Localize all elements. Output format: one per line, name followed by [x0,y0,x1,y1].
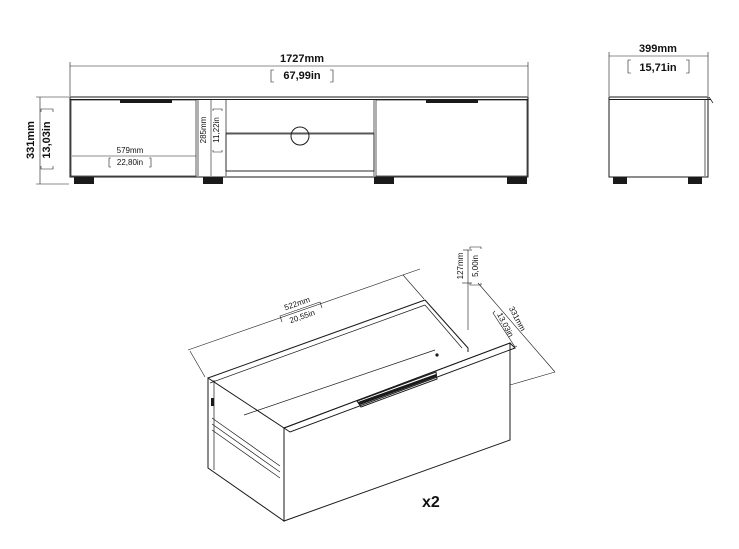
height-in-label: 13,03in [41,121,53,159]
drawer-quantity-label: x2 [422,494,440,511]
drawer-width-in-label: 20,55in [288,308,316,325]
foot [613,177,627,184]
width-mm-label: 1727mm [280,53,324,65]
drawer-height-in-label: 5,00in [471,255,480,277]
inner-height-in-label: 11,22in [212,117,221,143]
drawer-height-mm-label: 127mm [456,252,465,279]
right-door-handle [426,100,478,103]
left-door-handle [120,100,172,103]
foot [507,177,527,184]
drawer-isometric: 522mm 20,55in 127mm 5,00in 331mm 13,03in… [187,246,556,522]
foot [74,177,94,184]
depth-in-label: 15,71in [639,62,677,74]
centre-drawer-front [225,133,375,172]
cable-hole-icon [290,126,310,146]
tv-unit-front-body [69,96,529,178]
front-view: 1727mm 67,99in 331mm 13,03in 285mm 11,22… [25,53,529,185]
inner-height-mm-label: 285mm [199,116,208,143]
drawer-front-panel [283,342,511,522]
foot [374,177,394,184]
foot [203,177,223,184]
foot [688,177,702,184]
drawer-left-side [207,377,285,522]
drawer-handle-icon [356,371,438,408]
compartment-width-in-label: 22,80in [117,158,143,167]
height-mm-label: 331mm [25,121,37,159]
tv-unit-side-body [608,96,709,178]
right-door [375,99,528,177]
compartment-width-mm-label: 579mm [117,146,144,155]
depth-mm-label: 399mm [639,43,677,55]
side-view: 399mm 15,71in [608,43,714,184]
width-in-label: 67,99in [283,70,321,82]
